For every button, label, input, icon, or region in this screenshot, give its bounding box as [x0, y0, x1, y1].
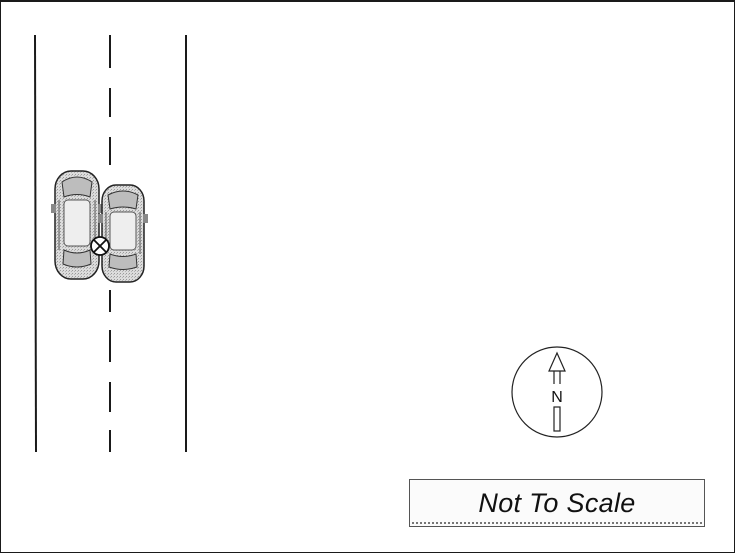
vehicle-1 [51, 170, 103, 280]
north-arrow-icon [511, 346, 603, 438]
vehicle-2 [98, 184, 148, 283]
impact-point-icon [90, 236, 110, 256]
north-label: N [551, 389, 563, 406]
scale-note-box: Not To Scale [409, 479, 705, 527]
road-edge-left [34, 34, 37, 453]
scale-note: Not To Scale [478, 487, 636, 518]
